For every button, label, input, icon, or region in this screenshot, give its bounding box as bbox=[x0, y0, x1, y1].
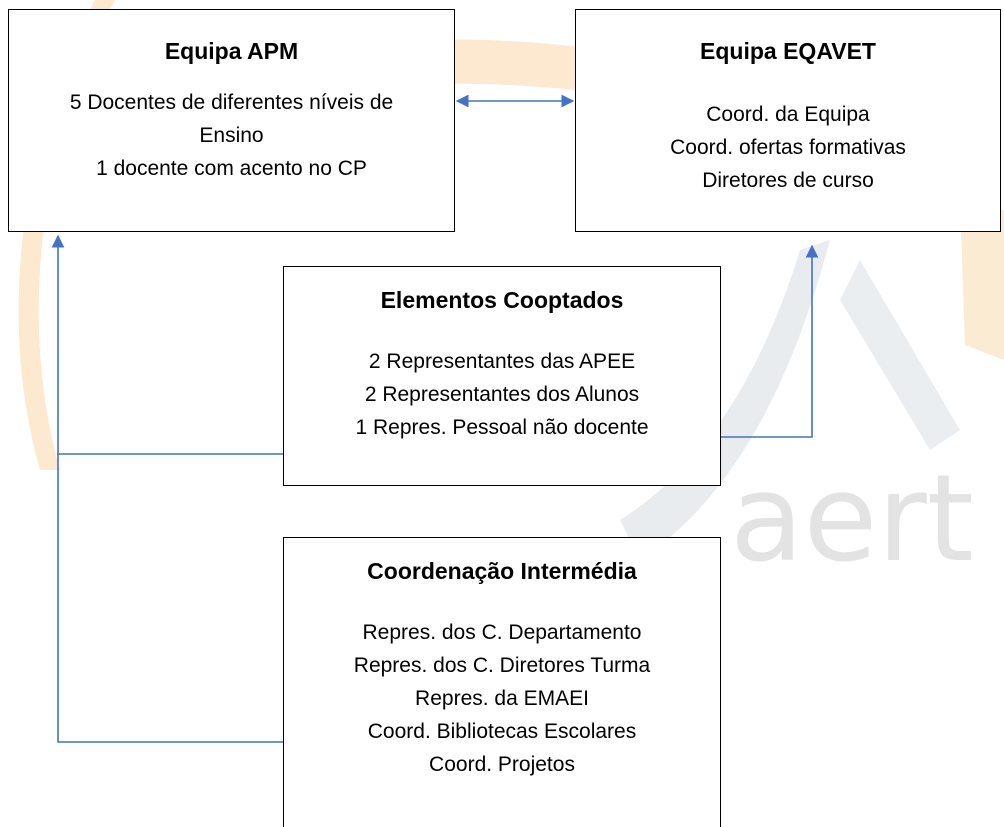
elementos-cooptados-member: 1 Repres. Pessoal não docente bbox=[355, 416, 649, 439]
equipa-eqavet-member: Diretores de curso bbox=[702, 169, 874, 192]
watermark-orange-right bbox=[960, 200, 1004, 360]
coordenacao-to-apm-connector bbox=[57, 454, 283, 743]
coordenacao-intermedia-title: Coordenação Intermédia bbox=[367, 558, 637, 584]
coordenacao-intermedia-members: Repres. dos C. Departamento Repres. dos … bbox=[284, 616, 720, 781]
equipa-apm-members: 5 Docentes de diferentes níveis de Ensin… bbox=[9, 86, 454, 185]
coordenacao-intermedia-member: Coord. Bibliotecas Escolares bbox=[367, 720, 637, 743]
coordenacao-intermedia-member: Repres. dos C. Diretores Turma bbox=[353, 654, 651, 677]
coordenacao-intermedia-box: Coordenação Intermédia Repres. dos C. De… bbox=[283, 537, 721, 827]
coordenacao-intermedia-member: Repres. da EMAEI bbox=[415, 687, 589, 710]
equipa-eqavet-member: Coord. ofertas formativas bbox=[670, 136, 906, 159]
elementos-cooptados-member: 2 Representantes dos Alunos bbox=[364, 383, 640, 406]
equipa-apm-member: 5 Docentes de diferentes níveis de Ensin… bbox=[69, 91, 394, 147]
equipa-eqavet-members: Coord. da Equipa Coord. ofertas formativ… bbox=[576, 98, 1000, 197]
elementos-cooptados-member: 2 Representantes das APEE bbox=[368, 350, 636, 373]
coordenacao-intermedia-member: Repres. dos C. Departamento bbox=[362, 621, 642, 644]
watermark-gray-shard bbox=[840, 260, 960, 450]
equipa-eqavet-member: Coord. da Equipa bbox=[706, 103, 870, 126]
watermark-text: aert bbox=[730, 450, 974, 589]
elementos-cooptados-box: Elementos Cooptados 2 Representantes das… bbox=[283, 266, 721, 486]
equipa-apm-title: Equipa APM bbox=[164, 38, 299, 64]
elementos-cooptados-members: 2 Representantes das APEE 2 Representant… bbox=[284, 345, 720, 444]
equipa-eqavet-box: Equipa EQAVET Coord. da Equipa Coord. of… bbox=[575, 9, 1001, 232]
equipa-eqavet-title: Equipa EQAVET bbox=[700, 38, 876, 64]
coordenacao-intermedia-member: Coord. Projetos bbox=[429, 753, 575, 776]
cooptados-to-apm-connector bbox=[51, 234, 283, 455]
equipa-apm-box: Equipa APM 5 Docentes de diferentes níve… bbox=[8, 9, 455, 232]
equipa-apm-member: 1 docente com acento no CP bbox=[96, 157, 367, 180]
cooptados-to-eqavet-connector bbox=[721, 244, 819, 438]
elementos-cooptados-title: Elementos Cooptados bbox=[380, 287, 624, 313]
